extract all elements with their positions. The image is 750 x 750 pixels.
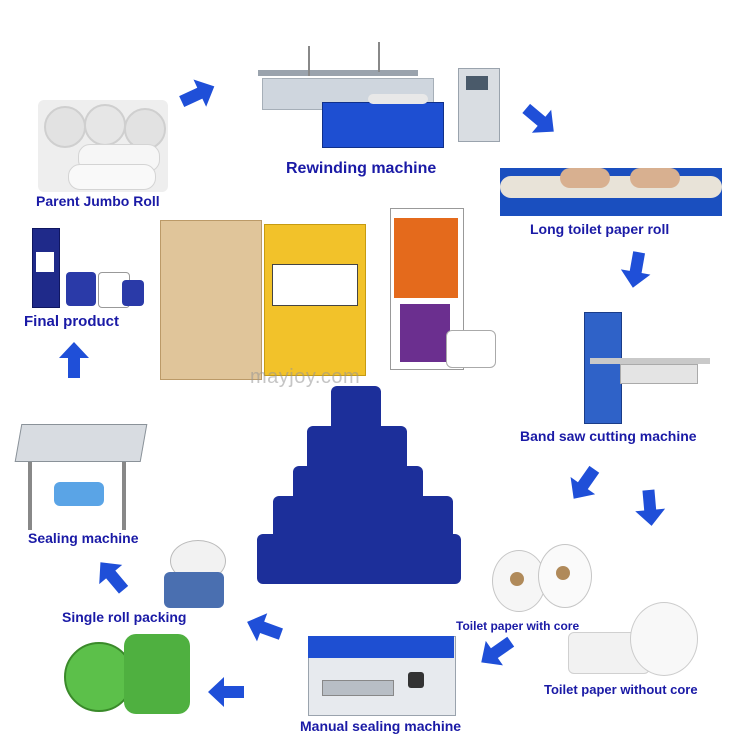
rewinding-machine-image [258,42,508,150]
single-roll-packing-image [160,540,232,610]
toilet-paper-with-core-image [492,540,592,616]
label-toilet-paper-with-core: Toilet paper with core [456,619,580,633]
label-long-toilet-paper-roll: Long toilet paper roll [530,221,670,237]
label-parent-jumbo-roll: Parent Jumbo Roll [36,193,160,209]
sealing-machine-image [14,412,148,532]
arrow-icon [512,92,568,148]
product-packs-image [160,208,500,380]
label-single-roll-packing: Single roll packing [62,609,187,625]
arrow-icon [613,247,659,293]
arrow-icon [84,548,140,604]
toilet-roll-pyramid-image [255,386,465,586]
label-toilet-paper-without-core: Toilet paper without core [544,682,698,697]
arrow-icon [468,624,524,680]
label-band-saw-cutting-machine: Band saw cutting machine [520,428,697,444]
parent-jumbo-roll-image [38,100,168,192]
manual-sealing-machine-image [308,636,456,716]
watermark: mayjoy.com [250,366,361,388]
arrow-icon [171,67,224,120]
label-rewinding-machine: Rewinding machine [286,160,437,177]
final-product-image [26,228,144,310]
toilet-paper-without-core-image [568,598,704,678]
arrow-icon [628,486,671,529]
green-packed-rolls-image [64,632,192,718]
label-manual-sealing-machine: Manual sealing machine [300,718,462,734]
label-final-product: Final product [24,313,119,330]
arrow-icon [556,456,612,512]
band-saw-cutting-machine-image [576,312,720,424]
arrow-icon [54,340,94,380]
arrow-icon [206,672,246,712]
arrow-icon [238,602,289,653]
long-toilet-paper-roll-image [500,168,722,216]
label-sealing-machine: Sealing machine [28,530,139,546]
